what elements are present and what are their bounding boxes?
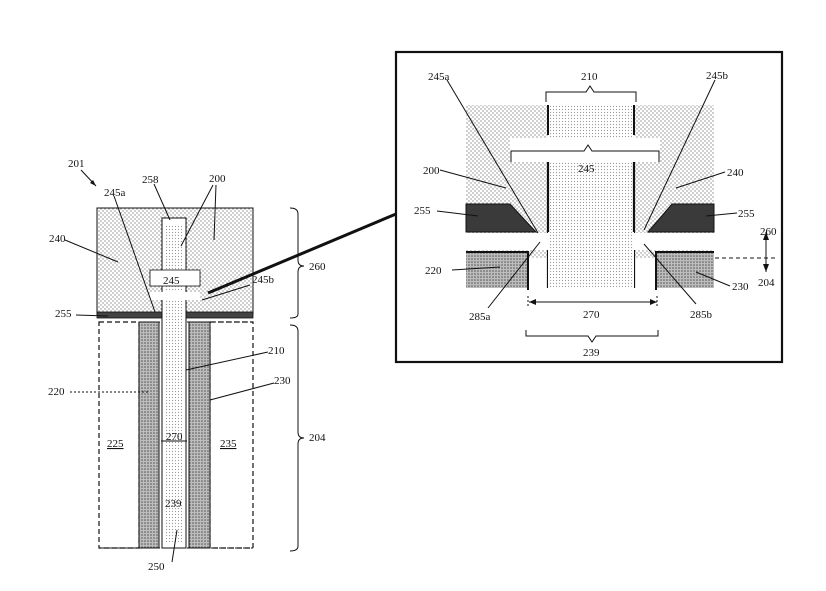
label-250: 250 xyxy=(148,561,165,573)
label-245: 245 xyxy=(163,275,180,287)
inset-label-260: 260 xyxy=(760,226,777,238)
inset-label-285b: 285b xyxy=(690,309,713,321)
inset-label-210: 210 xyxy=(581,71,598,83)
label-255: 255 xyxy=(55,308,72,320)
inset-label-200: 200 xyxy=(423,165,440,177)
inset-wall-230 xyxy=(656,252,714,288)
label-204: 204 xyxy=(309,432,326,444)
label-201: 201 xyxy=(68,158,85,170)
label-230: 230 xyxy=(274,375,291,387)
label-245b: 245b xyxy=(252,274,275,286)
inset-label-239: 239 xyxy=(583,347,600,359)
label-210: 210 xyxy=(268,345,285,357)
lower-region-235 xyxy=(210,322,253,548)
label-240: 240 xyxy=(49,233,66,245)
inset-label-245a: 245a xyxy=(428,71,450,83)
inset-label-255-left: 255 xyxy=(414,205,431,217)
label-225: 225 xyxy=(107,438,124,450)
inset-label-245b: 245b xyxy=(706,70,729,82)
inset-channel-lower xyxy=(548,232,634,288)
label-270: 270 xyxy=(166,431,183,443)
inset-label-204: 204 xyxy=(758,277,775,289)
label-200: 200 xyxy=(209,173,226,185)
wall-220 xyxy=(139,322,159,548)
wall-230 xyxy=(189,322,210,548)
inset-label-270: 270 xyxy=(583,309,600,321)
inset-label-285a: 285a xyxy=(469,311,491,323)
label-260: 260 xyxy=(309,261,326,273)
label-245a: 245a xyxy=(104,187,126,199)
main-device-view xyxy=(65,170,396,562)
gap-245-notch xyxy=(150,292,200,300)
label-235: 235 xyxy=(220,438,237,450)
inset-label-230: 230 xyxy=(732,281,749,293)
inset-label-255-right: 255 xyxy=(738,208,755,220)
label-258: 258 xyxy=(142,174,159,186)
inset-wall-220 xyxy=(466,252,528,288)
label-220: 220 xyxy=(48,386,65,398)
inset-label-245: 245 xyxy=(578,163,595,175)
label-239: 239 xyxy=(165,498,182,510)
inset-label-220: 220 xyxy=(425,265,442,277)
lower-region-225 xyxy=(99,322,139,548)
inset-label-240: 240 xyxy=(727,167,744,179)
